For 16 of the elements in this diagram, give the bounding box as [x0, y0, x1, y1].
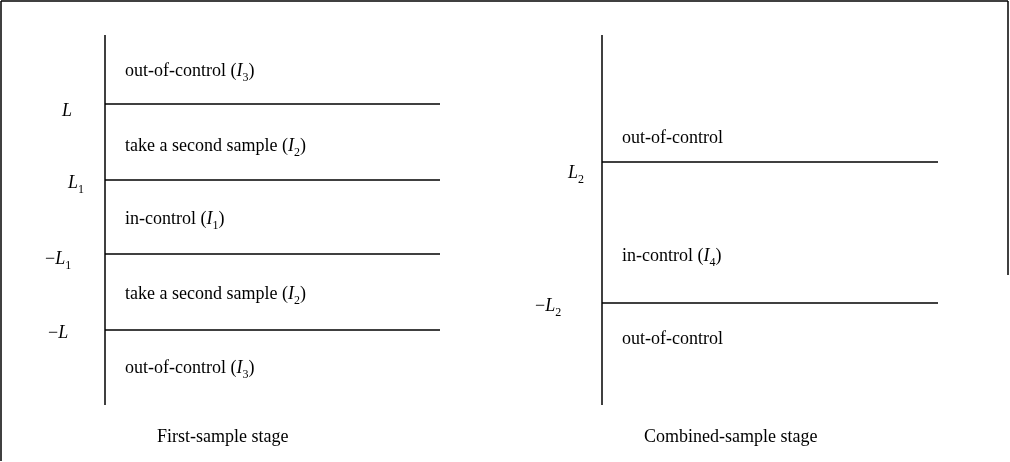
region-label: in-control (I$_{4}$) — [622, 244, 722, 271]
limit-label: −L$_{2}$ — [535, 294, 562, 321]
region-label: out-of-control (I$_{3}$) — [125, 59, 255, 86]
limit-label: −L$_{1}$ — [45, 247, 72, 274]
region-label: take a second sample (I$_{2}$) — [125, 282, 306, 309]
limit-label: L — [62, 99, 72, 121]
limit-label: L$_{1}$ — [68, 171, 84, 198]
region-label: out-of-control (I$_{3}$) — [125, 356, 255, 383]
region-label: out-of-control — [622, 126, 723, 148]
region-label: in-control (I$_{1}$) — [125, 207, 225, 234]
limit-label: −L — [48, 321, 69, 343]
region-label: take a second sample (I$_{2}$) — [125, 134, 306, 161]
limit-label: L$_{2}$ — [568, 161, 584, 188]
stage-caption: Combined-sample stage — [644, 425, 818, 447]
region-label: out-of-control — [622, 327, 723, 349]
stage-caption: First-sample stage — [157, 425, 289, 447]
